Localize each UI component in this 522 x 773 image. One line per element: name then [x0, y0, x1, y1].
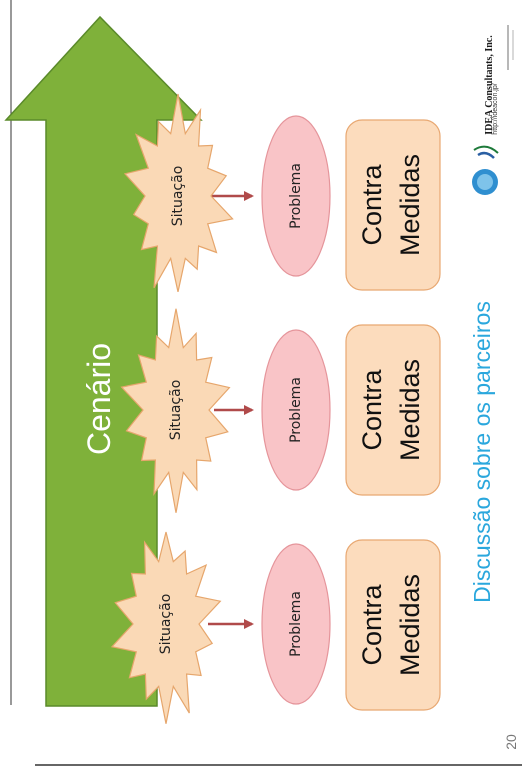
page-number: 20: [503, 734, 519, 750]
situation-label-2: Situação: [168, 379, 184, 441]
problem-ellipse-1: [261, 543, 331, 705]
countermeasure-box-1: [345, 539, 441, 711]
situation-burst-1: [110, 531, 222, 724]
situation-burst-2: [120, 308, 231, 513]
problem-label-1: Problema: [288, 591, 304, 657]
countermeasure-label-2: Contra Medidas: [357, 358, 425, 462]
problem-ellipse-2: [261, 329, 331, 491]
slide-title: Discussão sobre os parceiros: [469, 301, 495, 603]
countermeasure-label-1: Contra Medidas: [357, 573, 425, 677]
logo-fine-print: [507, 25, 514, 70]
problem-label-2: Problema: [288, 377, 304, 443]
problem-ellipse-3: [261, 115, 331, 277]
countermeasure-box-2: [345, 324, 441, 496]
countermeasure-box-3: [345, 119, 441, 291]
problem-label-3: Problema: [288, 163, 304, 229]
logo-url: http://ideacon.jp/: [492, 83, 499, 135]
situation-label-1: Situação: [158, 593, 174, 655]
situation-burst-3: [123, 93, 234, 293]
idea-logo-icon: [472, 145, 499, 195]
scenario-label: Cenário: [81, 342, 117, 456]
situation-label-3: Situação: [170, 165, 186, 227]
countermeasure-label-3: Contra Medidas: [357, 153, 425, 257]
